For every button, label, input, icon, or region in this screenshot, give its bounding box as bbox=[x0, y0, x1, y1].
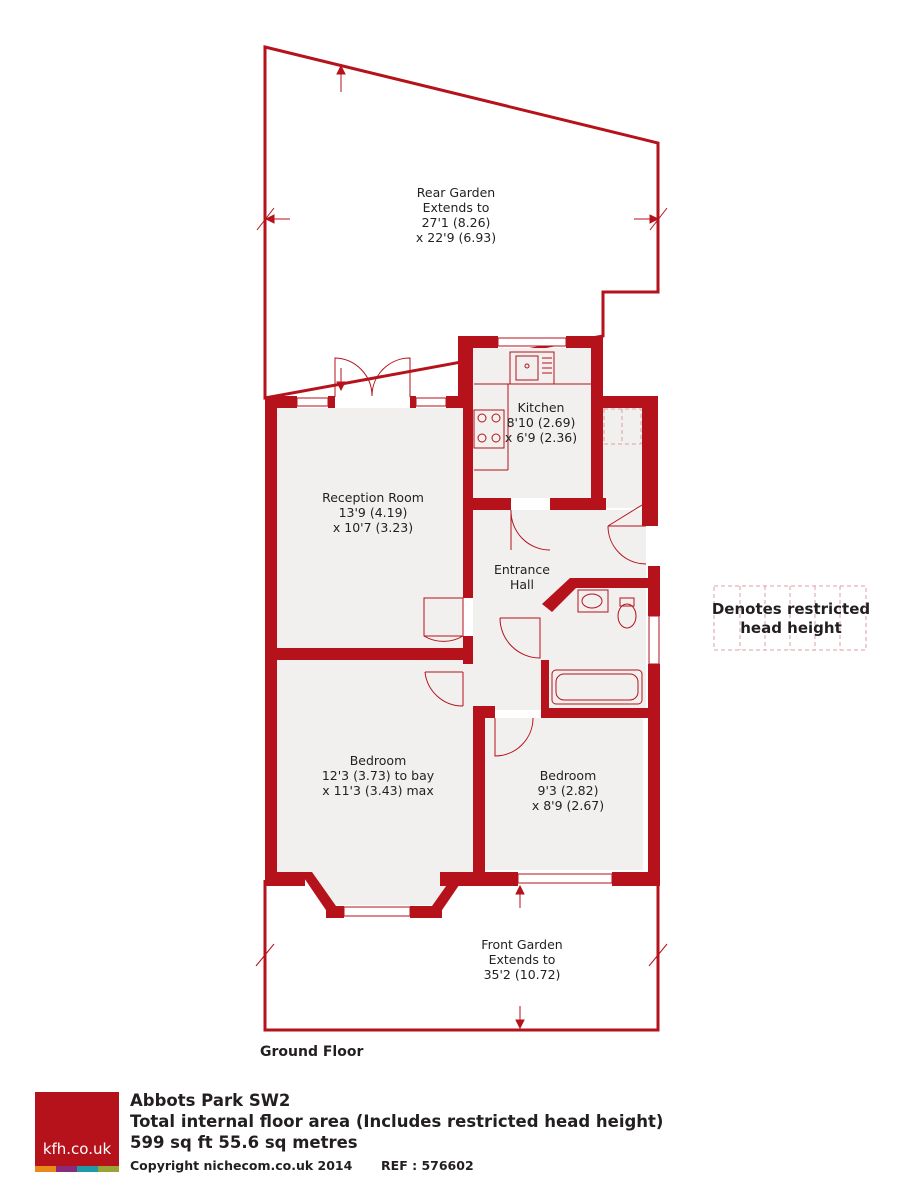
rear-garden-label-name: Rear Garden bbox=[417, 185, 495, 200]
legend-line1: Denotes restricted bbox=[711, 600, 871, 618]
restricted-area bbox=[603, 408, 642, 445]
area-value: 599 sq ft 55.6 sq metres bbox=[130, 1133, 358, 1152]
logo-stripe-olive bbox=[98, 1166, 119, 1172]
footer-info: Abbots Park SW2 Total internal floor are… bbox=[130, 1090, 663, 1175]
bedroom2-label-dim1: 9'3 (2.82) bbox=[538, 783, 599, 798]
logo-stripe-purple bbox=[56, 1166, 77, 1172]
floor-name: Ground Floor bbox=[260, 1044, 364, 1060]
bedroom1-label-name: Bedroom bbox=[350, 753, 407, 768]
doors bbox=[334, 357, 647, 757]
legend-line2: head height bbox=[740, 619, 842, 637]
walls bbox=[265, 336, 660, 918]
bedroom2-label-name: Bedroom bbox=[540, 768, 597, 783]
copyright-line: Copyright nichecom.co.uk 2014 REF : 5766… bbox=[130, 1157, 663, 1175]
reference-number: REF : 576602 bbox=[381, 1158, 474, 1173]
property-address: Abbots Park SW2 bbox=[130, 1091, 291, 1110]
restricted-height-legend: Denotes restricted head height bbox=[706, 600, 876, 638]
logo-text: kfh.co.uk bbox=[42, 1140, 112, 1158]
kfh-logo: kfh.co.uk bbox=[35, 1092, 119, 1172]
logo-stripes bbox=[35, 1166, 119, 1172]
floor-fills bbox=[277, 348, 646, 905]
kitchen-label-dim2: x 6'9 (2.36) bbox=[505, 430, 577, 445]
logo-stripe-orange bbox=[35, 1166, 56, 1172]
legend-swatch bbox=[713, 585, 867, 651]
front-garden-label-name: Front Garden bbox=[481, 937, 562, 952]
rear-garden-label-dim2: x 22'9 (6.93) bbox=[416, 230, 496, 245]
hall-label-line1: Entrance bbox=[494, 562, 550, 577]
reception-label-dim2: x 10'7 (3.23) bbox=[333, 520, 413, 535]
reception-label-dim1: 13'9 (4.19) bbox=[339, 505, 408, 520]
windows bbox=[296, 337, 660, 917]
area-label: Total internal floor area (Includes rest… bbox=[130, 1112, 664, 1131]
bedroom1-label-dim1: 12'3 (3.73) to bay bbox=[322, 768, 435, 783]
logo-stripe-teal bbox=[77, 1166, 98, 1172]
copyright-text: Copyright nichecom.co.uk 2014 bbox=[130, 1158, 353, 1173]
kitchen-label-dim1: 8'10 (2.69) bbox=[507, 415, 576, 430]
fittings bbox=[473, 351, 643, 705]
hall-label-line2: Hall bbox=[510, 577, 534, 592]
reception-label-name: Reception Room bbox=[322, 490, 424, 505]
front-garden-label-dim: 35'2 (10.72) bbox=[484, 967, 561, 982]
rear-garden-label-extends: Extends to bbox=[423, 200, 490, 215]
floor-plan: Rear Garden Extends to 27'1 (8.26) x 22'… bbox=[255, 45, 867, 1032]
front-garden-label-extends: Extends to bbox=[489, 952, 556, 967]
kitchen-label-name: Kitchen bbox=[518, 400, 565, 415]
dimension-arrows bbox=[255, 64, 668, 1030]
bedroom2-label-dim2: x 8'9 (2.67) bbox=[532, 798, 604, 813]
bedroom1-label-dim2: x 11'3 (3.43) max bbox=[322, 783, 433, 798]
rear-garden-label-dim1: 27'1 (8.26) bbox=[422, 215, 491, 230]
